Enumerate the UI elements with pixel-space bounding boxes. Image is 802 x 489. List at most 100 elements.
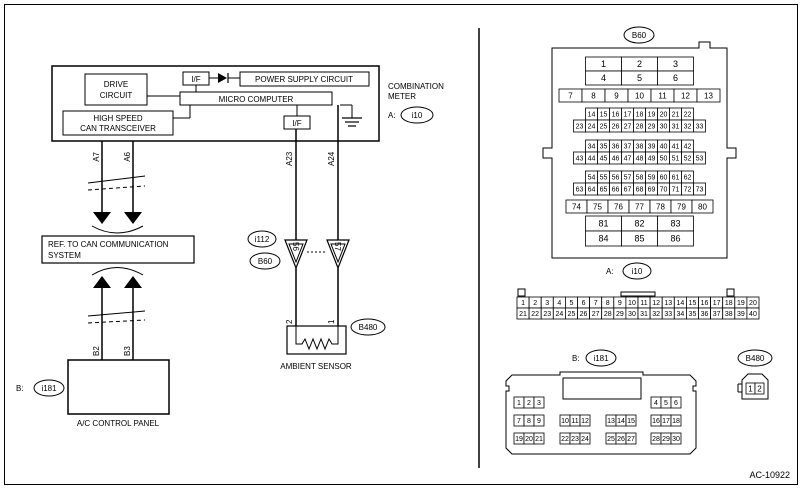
i10-pin-29: 29	[616, 311, 624, 318]
i10-pin-36: 36	[701, 311, 709, 318]
i181-pin-14: 14	[617, 418, 625, 425]
b60-pin-2: 2	[637, 59, 642, 69]
pin-label-56: 56	[291, 242, 300, 251]
i181-pin-2: 2	[527, 400, 531, 407]
sensor-pin-label-1: 1	[327, 319, 336, 324]
b60-pin-32: 32	[684, 124, 692, 131]
b60-pin-33-box	[693, 119, 706, 133]
b60-pin-5: 5	[637, 73, 642, 83]
b480-pin-2: 2	[757, 384, 762, 393]
b60-pin-56: 56	[612, 175, 620, 182]
wire-label-a7: A7	[92, 151, 101, 161]
b60-pin-50: 50	[660, 156, 668, 163]
i10-pin-10: 10	[628, 300, 636, 307]
i10-pin-9: 9	[618, 300, 622, 307]
b60-pin-60: 60	[660, 175, 668, 182]
b60-pin-14: 14	[588, 112, 596, 119]
i10-pin-17: 17	[713, 300, 721, 307]
i181-pin-24-box	[579, 432, 591, 445]
conn-i112-label: i112	[255, 235, 270, 244]
i10-pin-11: 11	[640, 300, 647, 307]
b60-pin-12: 12	[681, 91, 690, 100]
b60-pin-66: 66	[612, 187, 620, 194]
b60-face-title: B60	[632, 31, 647, 40]
i181-face-oval	[585, 349, 617, 367]
i181-pin-9: 9	[537, 418, 541, 425]
drive-circuit-label-1: DRIVE	[104, 80, 128, 89]
i10-pin-5: 5	[569, 300, 573, 307]
i181-pin-1: 1	[517, 400, 521, 407]
i181-pin-20: 20	[525, 436, 533, 443]
i181-pin-18-box	[670, 414, 682, 427]
ac-control-panel-box	[67, 359, 170, 415]
thermistor-icon	[295, 326, 339, 351]
i10-pin-6: 6	[582, 300, 586, 307]
b60-pin-3: 3	[673, 59, 678, 69]
i10-pin-24: 24	[555, 311, 563, 318]
i181-pin-18: 18	[672, 418, 680, 425]
ac-panel-conn-label: i181	[41, 384, 57, 393]
i181-pin-26: 26	[617, 436, 625, 443]
b60-pin-51: 51	[672, 156, 680, 163]
b60-pin-86-box	[657, 230, 694, 247]
b60-pin-11: 11	[658, 91, 667, 100]
i10-face-oval	[622, 262, 652, 280]
diode-icon	[218, 73, 227, 83]
i10-pin-2: 2	[533, 300, 537, 307]
b60-pin-48: 48	[636, 156, 644, 163]
twist-mark-top-dashed	[87, 185, 146, 191]
b60-face-oval	[623, 26, 655, 44]
drive-circuit-box	[84, 73, 148, 106]
wire-label-b3: B3	[123, 346, 132, 356]
b60-pin-68: 68	[636, 187, 644, 194]
can-ref-label-2: SYSTEM	[48, 251, 81, 260]
b60-pin-28: 28	[636, 124, 644, 131]
ac-control-panel-label: A/C CONTROL PANEL	[77, 419, 160, 428]
pin-label-57: 57	[333, 242, 342, 251]
b60-pin-15: 15	[600, 112, 608, 119]
twist-mark-bottom	[87, 310, 146, 317]
i10-face-key-right	[726, 288, 735, 297]
i10-pin-14: 14	[676, 300, 684, 307]
i181-pin-22: 22	[561, 436, 569, 443]
b60-pin-58: 58	[636, 175, 644, 182]
b60-pin-76: 76	[614, 202, 623, 211]
can-transceiver-box	[62, 110, 174, 136]
conn-b60-label: B60	[258, 257, 273, 266]
b60-pin-49: 49	[648, 156, 656, 163]
i181-pin-28: 28	[652, 436, 660, 443]
can-ref-box	[41, 235, 195, 264]
b60-pin-25: 25	[600, 124, 608, 131]
twist-mark-bottom-dashed	[87, 319, 146, 324]
i181-pin-7: 7	[517, 418, 521, 425]
i10-pin-34: 34	[676, 311, 684, 318]
b60-pin-38: 38	[636, 144, 644, 151]
i10-pin-1: 1	[521, 300, 525, 307]
b60-pin-83: 83	[670, 219, 680, 229]
i10-pin-12: 12	[652, 300, 660, 307]
if-top-label: I/F	[191, 75, 200, 84]
b480-face-title: B480	[746, 354, 765, 363]
i10-pin-4: 4	[557, 300, 561, 307]
b60-pin-84: 84	[598, 234, 608, 244]
b60-pin-18: 18	[636, 112, 644, 119]
b60-pin-53-box	[693, 151, 706, 165]
i10-pin-38: 38	[725, 311, 733, 318]
i10-pin-40: 40	[749, 311, 757, 318]
arc-top	[91, 225, 144, 234]
b60-pin-86: 86	[670, 234, 680, 244]
i181-pin-15: 15	[627, 418, 635, 425]
conn-i10-label-oval	[400, 106, 434, 124]
diagram-id: AC-10922	[749, 470, 790, 480]
connector-triangle-57	[326, 239, 350, 270]
i181-pin-13: 13	[607, 418, 615, 425]
b60-pin-61: 61	[672, 175, 680, 182]
i181-pin-17: 17	[662, 418, 670, 425]
b60-pin-72: 72	[684, 187, 692, 194]
b60-pin-7: 7	[568, 91, 573, 100]
b60-pin-22: 22	[684, 112, 692, 119]
